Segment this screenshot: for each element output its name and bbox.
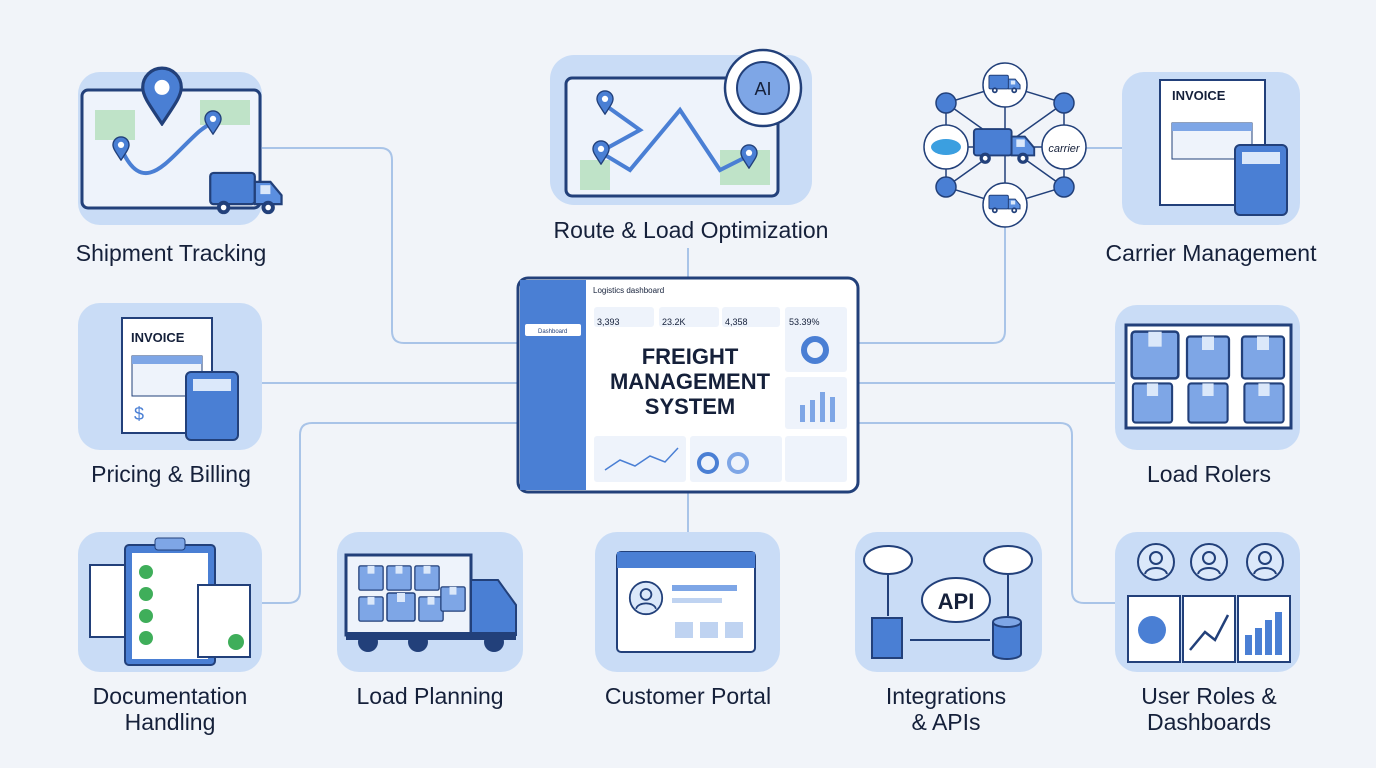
connector-lines — [262, 147, 1122, 604]
api-badge: API — [938, 589, 975, 614]
customer-portal-icon — [595, 532, 780, 672]
kpi-4: 53.39% — [789, 317, 820, 327]
load-planning-icon — [337, 532, 523, 672]
label-integrations-apis: Integrations & APIs — [886, 683, 1006, 735]
user-roles-dashboards-icon — [1115, 532, 1300, 672]
svg-text:$: $ — [134, 404, 144, 424]
invoice-title-2: INVOICE — [131, 330, 185, 345]
center-title: FREIGHT MANAGEMENT SYSTEM — [580, 344, 800, 419]
label-line: Documentation — [92, 683, 248, 709]
ai-badge: AI — [754, 79, 771, 99]
invoice-title: INVOICE — [1172, 88, 1226, 103]
center-title-line-3: SYSTEM — [644, 394, 736, 419]
carrier-network-icon: carrier — [923, 62, 1087, 228]
label-customer-portal: Customer Portal — [604, 683, 772, 709]
label-route-optimization: Route & Load Optimization — [553, 217, 829, 243]
label-user-roles-dashboards: User Roles & Dashboards — [1141, 683, 1276, 735]
nav-active-item: Dashboard — [538, 329, 567, 335]
route-optimization-icon: AI — [550, 48, 812, 205]
load-rolers-icon — [1115, 305, 1300, 450]
label-line: User Roles & — [1141, 683, 1277, 709]
shipment-tracking-icon — [78, 66, 283, 225]
label-shipment-tracking: Shipment Tracking — [75, 240, 267, 266]
label-load-rolers: Load Rolers — [1146, 461, 1272, 487]
documentation-handling-icon — [78, 532, 262, 672]
label-line: Integrations — [885, 683, 1007, 709]
label-line: Dashboards — [1146, 709, 1272, 735]
center-title-line-2: MANAGEMENT — [609, 369, 771, 394]
carrier-management-icon: INVOICE — [1122, 72, 1300, 225]
kpi-2: 23.2K — [662, 317, 686, 327]
label-load-planning: Load Planning — [356, 683, 504, 709]
dashboard-title: Logistics dashboard — [593, 286, 664, 295]
center-dashboard-illustration: Logistics dashboard Dashboard 3,393 23.2… — [516, 276, 860, 494]
carrier-node-label: carrier — [1048, 143, 1081, 155]
kpi-1: 3,393 — [597, 317, 620, 327]
label-line: & APIs — [911, 709, 981, 735]
label-pricing-billing: Pricing & Billing — [91, 461, 251, 487]
center-title-line-1: FREIGHT — [641, 344, 739, 369]
kpi-3: 4,358 — [725, 317, 748, 327]
label-carrier-management: Carrier Management — [1105, 240, 1317, 266]
label-line: Handling — [124, 709, 216, 735]
pricing-billing-icon: INVOICE $ — [78, 303, 262, 450]
integrations-apis-icon: API — [855, 532, 1042, 672]
label-documentation-handling: Documentation Handling — [93, 683, 248, 735]
